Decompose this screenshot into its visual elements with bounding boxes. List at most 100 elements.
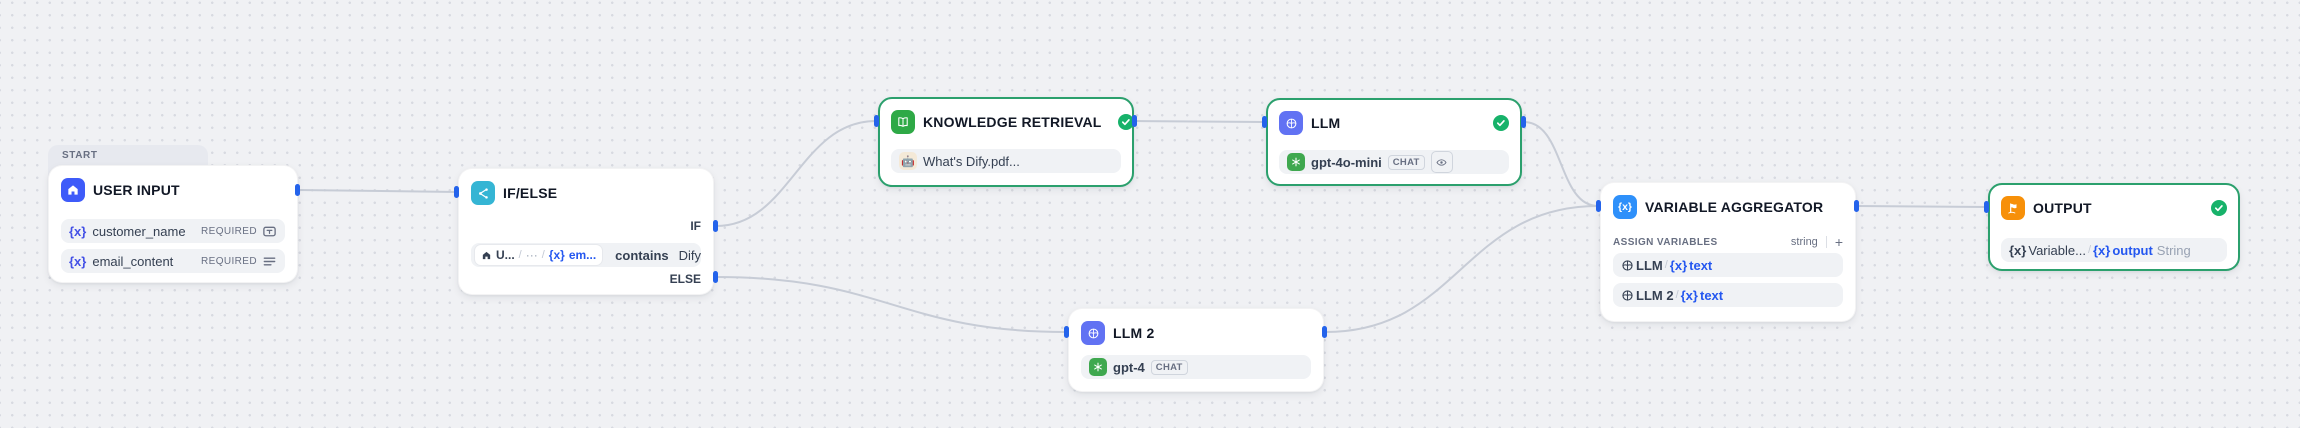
openai-icon <box>1287 153 1305 171</box>
success-check-icon <box>2211 200 2227 216</box>
node-title-row: USER INPUT <box>61 178 285 202</box>
branch-else-label: ELSE <box>669 272 701 286</box>
required-label: REQUIRED <box>201 225 257 237</box>
node-llm[interactable]: LLM gpt-4o-mini CHAT <box>1266 98 1522 186</box>
handle-aggregator-out[interactable] <box>1854 200 1859 212</box>
node-title-row: IF/ELSE <box>471 181 701 205</box>
node-if-else[interactable]: IF/ELSE IF U... / ··· / {x} em... contai… <box>458 168 714 295</box>
condition-source-node: U... <box>496 248 515 262</box>
add-variable-button[interactable]: + <box>1834 234 1843 250</box>
handle-if-out[interactable] <box>713 220 718 232</box>
mode-badge: CHAT <box>1150 359 1188 375</box>
paragraph-icon <box>263 257 276 265</box>
node-title: USER INPUT <box>93 182 180 198</box>
variable-token: {x} <box>69 223 87 239</box>
handle-userinput-out[interactable] <box>295 184 300 196</box>
short-text-icon <box>263 226 276 236</box>
model-row[interactable]: gpt-4o-mini CHAT <box>1279 150 1509 174</box>
input-field-row[interactable]: {x} customer_name REQUIRED <box>61 219 285 243</box>
model-name: gpt-4 <box>1113 359 1145 375</box>
branch-if-label: IF <box>690 219 701 233</box>
node-llm-2[interactable]: LLM 2 gpt-4 CHAT <box>1068 308 1324 392</box>
variable-name: text <box>1689 257 1713 273</box>
variable-token: {x} <box>1680 287 1698 303</box>
variable-token: {x} <box>2093 242 2111 258</box>
flag-icon <box>2001 196 2025 220</box>
node-title: OUTPUT <box>2033 200 2092 216</box>
condition-path-dots: ··· <box>525 248 538 262</box>
aggregated-variable-row[interactable]: LLM / {x} text <box>1613 253 1843 277</box>
home-icon <box>61 178 85 202</box>
vision-icon <box>1430 151 1453 173</box>
success-check-icon <box>1117 114 1134 130</box>
model-name: gpt-4o-mini <box>1311 154 1382 170</box>
handle-llm-out[interactable] <box>1521 116 1526 128</box>
edge-else-llm2[interactable] <box>715 276 1067 333</box>
node-title-row: KNOWLEDGE RETRIEVAL <box>891 110 1134 134</box>
dataset-emoji-icon: 🤖 <box>899 152 917 170</box>
dataset-row[interactable]: 🤖 What's Dify.pdf... <box>891 149 1121 173</box>
handle-output-in[interactable] <box>1984 201 1989 213</box>
node-title: LLM 2 <box>1113 325 1155 341</box>
handle-knowledge-out[interactable] <box>1132 115 1137 127</box>
output-variable-row[interactable]: {x} Variable... / {x} output String <box>2001 238 2227 262</box>
llm-icon <box>1279 111 1303 135</box>
model-row[interactable]: gpt-4 CHAT <box>1081 355 1311 379</box>
node-title-row: LLM <box>1279 111 1509 135</box>
condition-row[interactable]: U... / ··· / {x} em... contains Dify <box>471 243 701 267</box>
node-title-row: {x} VARIABLE AGGREGATOR <box>1613 195 1843 219</box>
edge-userinput-ifelse[interactable] <box>297 189 459 193</box>
dataset-name: What's Dify.pdf... <box>923 153 1020 169</box>
success-check-icon <box>1493 115 1509 131</box>
handle-llm2-in[interactable] <box>1064 326 1069 338</box>
variable-type: String <box>2156 242 2191 258</box>
node-output[interactable]: OUTPUT {x} Variable... / {x} output Stri… <box>1988 183 2240 271</box>
node-title: KNOWLEDGE RETRIEVAL <box>923 114 1102 130</box>
edge-aggregator-output[interactable] <box>1855 205 1989 208</box>
variable-token: {x} <box>69 253 87 269</box>
input-field-row[interactable]: {x} email_content REQUIRED <box>61 249 285 273</box>
aggregator-ref-icon: {x} <box>2009 242 2027 258</box>
handle-llm2-out[interactable] <box>1322 326 1327 338</box>
handle-llm-in[interactable] <box>1262 116 1267 128</box>
handle-aggregator-in[interactable] <box>1596 200 1601 212</box>
output-type-label: string <box>1790 236 1818 248</box>
variable-token: {x} <box>1669 257 1688 273</box>
node-title-row: LLM 2 <box>1081 321 1311 345</box>
edge-llm-aggregator[interactable] <box>1523 121 1599 207</box>
node-title-row: OUTPUT <box>2001 196 2227 220</box>
edge-if-knowledge[interactable] <box>715 120 877 227</box>
condition-variable-token: {x} <box>548 248 565 262</box>
handle-ifelse-in[interactable] <box>454 186 459 198</box>
node-title: LLM <box>1311 115 1341 131</box>
variable-name: output <box>2112 242 2153 258</box>
book-icon <box>891 110 915 134</box>
node-variable-aggregator[interactable]: {x} VARIABLE AGGREGATOR ASSIGN VARIABLES… <box>1600 182 1856 322</box>
handle-knowledge-in[interactable] <box>874 115 879 127</box>
source-node-name: Variable... <box>2028 242 2086 258</box>
node-title: VARIABLE AGGREGATOR <box>1645 199 1824 215</box>
node-title: IF/ELSE <box>503 185 558 201</box>
variable-name: text <box>1699 287 1724 303</box>
field-name: customer_name <box>92 223 186 239</box>
section-label: ASSIGN VARIABLES <box>1613 236 1718 248</box>
required-label: REQUIRED <box>201 255 257 267</box>
aggregated-variable-row[interactable]: LLM 2 / {x} text <box>1613 283 1843 307</box>
condition-operator: contains <box>615 247 669 263</box>
source-node-name: LLM <box>1636 257 1663 273</box>
node-knowledge-retrieval[interactable]: KNOWLEDGE RETRIEVAL 🤖 What's Dify.pdf... <box>878 97 1134 187</box>
field-name: email_content <box>92 253 174 269</box>
llm-icon <box>1081 321 1105 345</box>
start-group-label: START <box>62 150 98 161</box>
condition-variable-chip[interactable]: U... / ··· / {x} em... <box>475 245 603 265</box>
openai-icon <box>1089 358 1107 376</box>
llm-node-ref-icon <box>1621 289 1634 302</box>
source-node-name: LLM 2 <box>1636 287 1674 303</box>
branch-icon <box>471 181 495 205</box>
edge-knowledge-llm[interactable] <box>1133 120 1265 123</box>
node-user-input[interactable]: USER INPUT {x} customer_name REQUIRED {x… <box>48 165 298 283</box>
handle-else-out[interactable] <box>713 271 718 283</box>
edge-llm2-aggregator[interactable] <box>1325 205 1599 333</box>
